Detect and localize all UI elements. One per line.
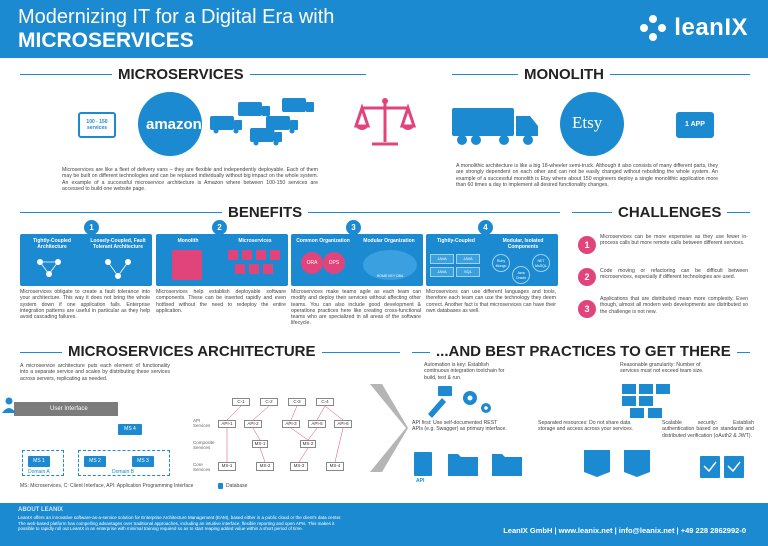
user-icon [2, 397, 16, 413]
amazon-logo: amazon [146, 116, 202, 133]
automation-tools-icon [428, 386, 491, 418]
architecture-heading: MICROSERVICES ARCHITECTURE [62, 343, 322, 360]
microservices-heading: MICROSERVICES [112, 66, 250, 83]
ms2-box: MS 2 [84, 456, 106, 467]
title-line-1: Modernizing IT for a Digital Era with [18, 6, 335, 28]
etsy-logo: Etsy [572, 113, 603, 132]
amazon-circle [138, 92, 202, 156]
database-icon [218, 483, 223, 489]
benefit-text-3: Microservices make teams agile as each t… [291, 289, 421, 327]
benefit-number-2: 2 [212, 220, 227, 235]
benefit-number-4: 4 [478, 220, 493, 235]
benefit-number-1: 1 [84, 220, 99, 235]
architecture-text: A microservice architecture puts each el… [20, 363, 170, 382]
benefit-number-3: 3 [346, 220, 361, 235]
practice-text-3: API first: Use self-documented REST APIs… [412, 420, 507, 433]
challenge-number-1: 1 [578, 236, 596, 254]
ms4-box: MS 4 [118, 424, 142, 435]
services-badge: 100 - 150 services [78, 112, 116, 138]
leanix-logo[interactable]: leanIX [640, 14, 748, 42]
granularity-blocks-icon [622, 384, 670, 418]
title-line-2: MICROSERVICES [18, 29, 194, 52]
resources-folders-icon [448, 454, 522, 476]
challenge-text-3: Applications that are distributed mean m… [600, 296, 748, 315]
microservices-text: Microservices are like a fleet of delive… [62, 167, 318, 192]
footer: ABOUT LEANIX LeanIX offers an innovative… [0, 503, 768, 546]
ms3-box: MS 3 [132, 456, 154, 467]
api-document-icon [414, 452, 432, 476]
benefit-panel-1: Tightly-Coupled Architecture Loosely-Cou… [20, 234, 152, 286]
checklist-icon [700, 456, 744, 478]
practice-text-2: Reasonable granularity: Number of servic… [620, 362, 704, 375]
benefit-text-4: Microservices can use different language… [426, 289, 556, 314]
semi-truck-icon [452, 100, 540, 150]
security-shields-icon [584, 450, 650, 477]
monolith-text: A monolithic architecture is like a big … [456, 163, 718, 188]
benefits-heading: BENEFITS [222, 204, 309, 221]
user-interface-box: User Interface [14, 402, 118, 416]
api-label: API [416, 478, 425, 484]
challenge-number-2: 2 [578, 268, 596, 286]
best-practices-heading: ...AND BEST PRACTICES TO GET THERE [430, 343, 737, 360]
chevron-right-icon [370, 384, 408, 472]
leanix-logo-icon [640, 14, 667, 42]
balance-scale-icon [353, 96, 417, 150]
etsy-circle [560, 92, 624, 156]
benefit-text-1: Microservices obligate to create a fault… [20, 289, 150, 321]
monolith-heading: MONOLITH [518, 66, 610, 83]
practice-text-5: Scalable security: Establish authenticat… [662, 420, 754, 439]
contact-line[interactable]: LeanIX GmbH | www.leanix.net | info@lean… [503, 526, 746, 535]
challenges-heading: CHALLENGES [612, 204, 728, 221]
one-app-badge: 1 APP [676, 112, 714, 138]
header-banner: Modernizing IT for a Digital Era with MI… [0, 0, 768, 58]
architecture-links [226, 405, 344, 463]
challenge-number-3: 3 [578, 300, 596, 318]
practice-text-4: Separated resources: Do not share data s… [538, 420, 634, 433]
ms1-box: MS 1 [28, 456, 50, 467]
logo-wordmark: leanIX [674, 14, 748, 41]
about-heading: ABOUT LEANIX [18, 507, 63, 513]
architecture-legend: MS: Microservices, C: Client Interface, … [20, 483, 194, 489]
challenge-text-2: Code moving or refactoring can be diffic… [600, 268, 748, 281]
van-fleet-icon [210, 96, 320, 148]
challenge-text-1: Microservices can be more expensive as t… [600, 234, 748, 247]
benefit-panel-2: Monolith Microservices [156, 234, 288, 286]
practice-text-1: Automation is key: Establish continuous … [424, 362, 505, 381]
about-text: LeanIX offers an innovative software-as-… [18, 515, 342, 531]
benefit-panel-4: Tightly-Coupled Modular, Isolated Compon… [426, 234, 558, 286]
benefit-panel-3: Common Organization Modular Organization… [291, 234, 423, 286]
benefit-text-2: Microservices help establish deployable … [156, 289, 286, 314]
